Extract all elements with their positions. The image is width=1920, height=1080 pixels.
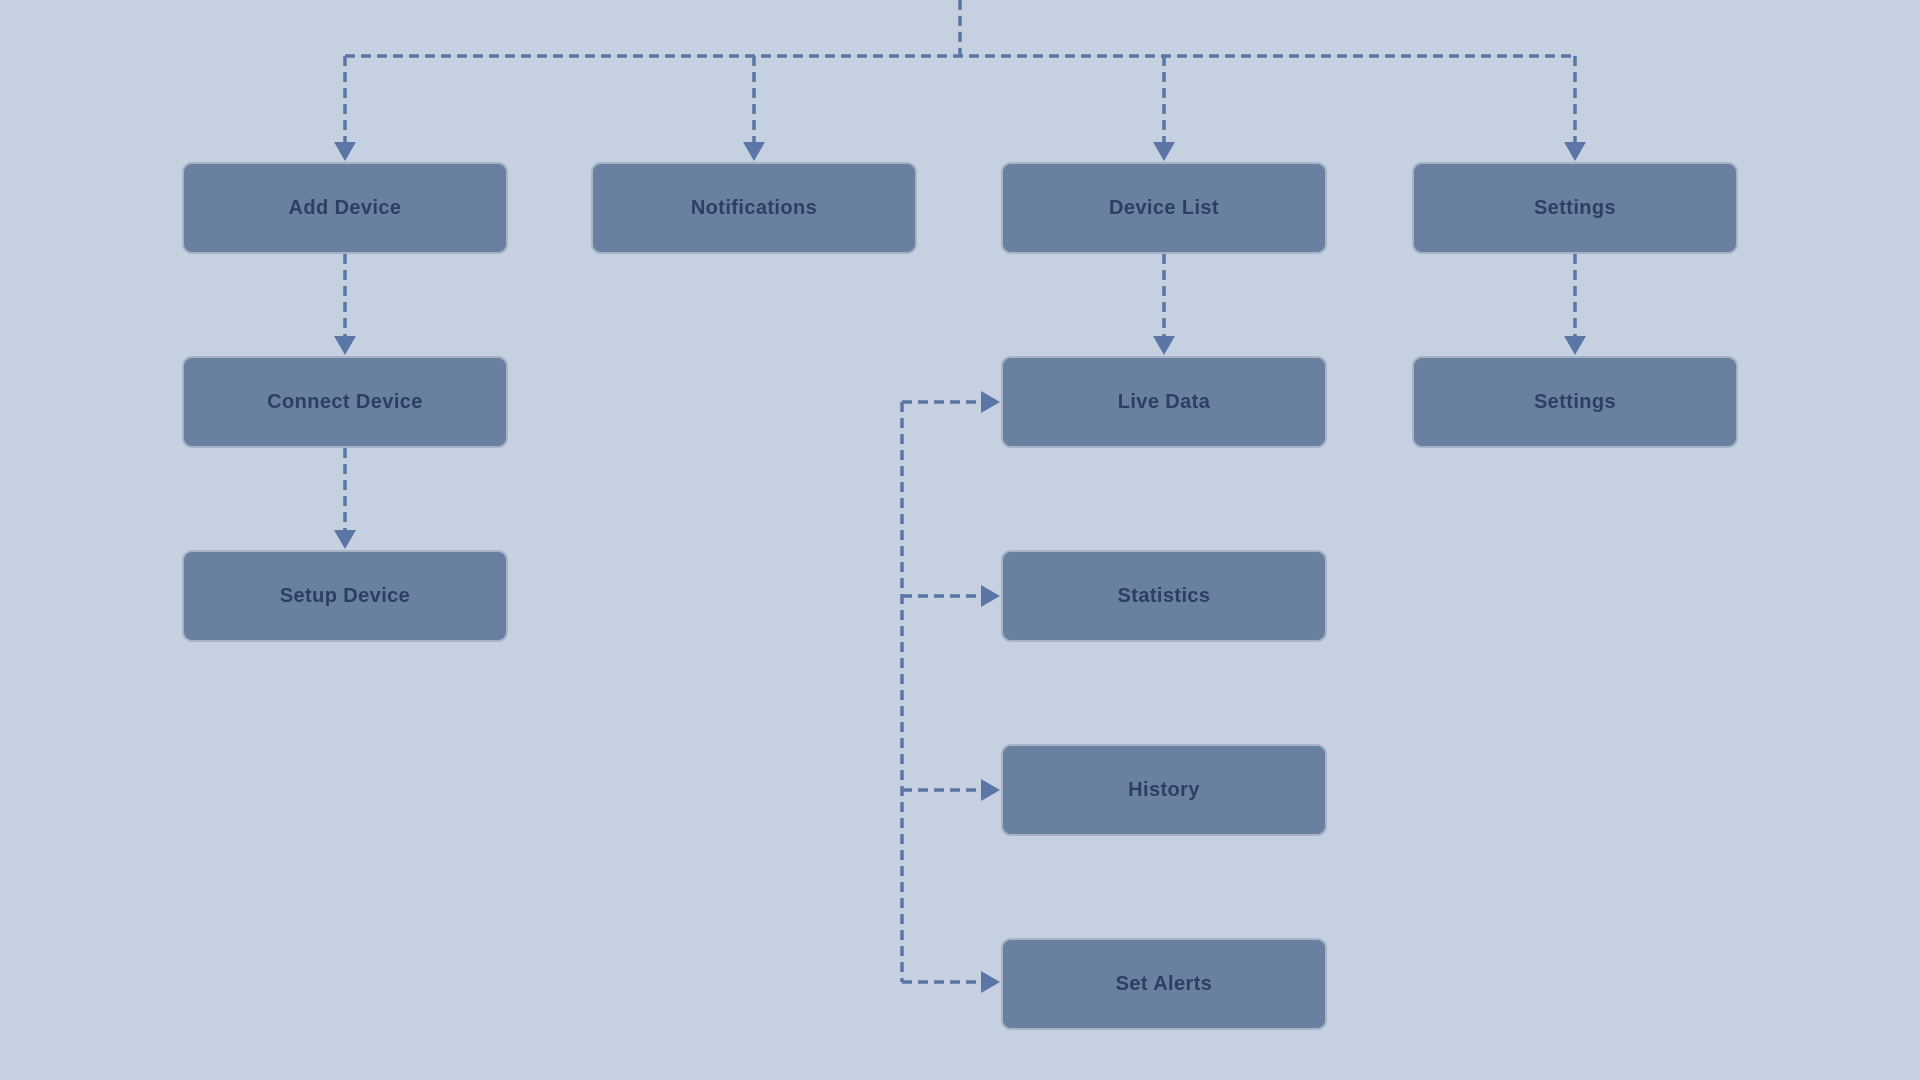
node-device-list[interactable]: Device List — [1001, 162, 1327, 254]
node-statistics-label: Statistics — [1117, 584, 1211, 607]
edge-spine-to-set-alerts — [902, 971, 1000, 993]
node-device-list-label: Device List — [1108, 196, 1219, 219]
edge-to-notifications — [743, 56, 765, 161]
node-live-data-label: Live Data — [1117, 390, 1211, 413]
node-connect-device[interactable]: Connect Device — [182, 356, 508, 448]
node-add-device[interactable]: Add Device — [182, 162, 508, 254]
node-statistics[interactable]: Statistics — [1001, 550, 1327, 642]
node-settings-sub[interactable]: Settings — [1412, 356, 1738, 448]
edge-spine-to-statistics — [902, 585, 1000, 607]
node-history[interactable]: History — [1001, 744, 1327, 836]
node-notifications[interactable]: Notifications — [591, 162, 917, 254]
node-settings[interactable]: Settings — [1412, 162, 1738, 254]
node-setup-device-label: Setup Device — [279, 584, 411, 607]
node-set-alerts[interactable]: Set Alerts — [1001, 938, 1327, 1030]
node-set-alerts-label: Set Alerts — [1115, 972, 1213, 995]
edge-spine-to-live-data — [902, 391, 1000, 413]
node-history-label: History — [1128, 778, 1200, 801]
edge-to-device-list — [1153, 56, 1175, 161]
node-settings-sub-label: Settings — [1533, 390, 1617, 413]
edge-to-settings — [1564, 56, 1586, 161]
node-notifications-label: Notifications — [690, 196, 818, 219]
node-add-device-label: Add Device — [288, 196, 402, 219]
edge-connect-device-to-setup-device — [334, 448, 356, 549]
edge-to-add-device — [334, 56, 356, 161]
edge-settings-to-settings-sub — [1564, 254, 1586, 355]
node-connect-device-label: Connect Device — [267, 390, 423, 413]
node-live-data[interactable]: Live Data — [1001, 356, 1327, 448]
edge-spine-to-history — [902, 779, 1000, 801]
node-setup-device[interactable]: Setup Device — [182, 550, 508, 642]
node-settings-label: Settings — [1533, 196, 1617, 219]
edge-device-list-to-live-data — [1153, 254, 1175, 355]
edge-add-device-to-connect-device — [334, 254, 356, 355]
